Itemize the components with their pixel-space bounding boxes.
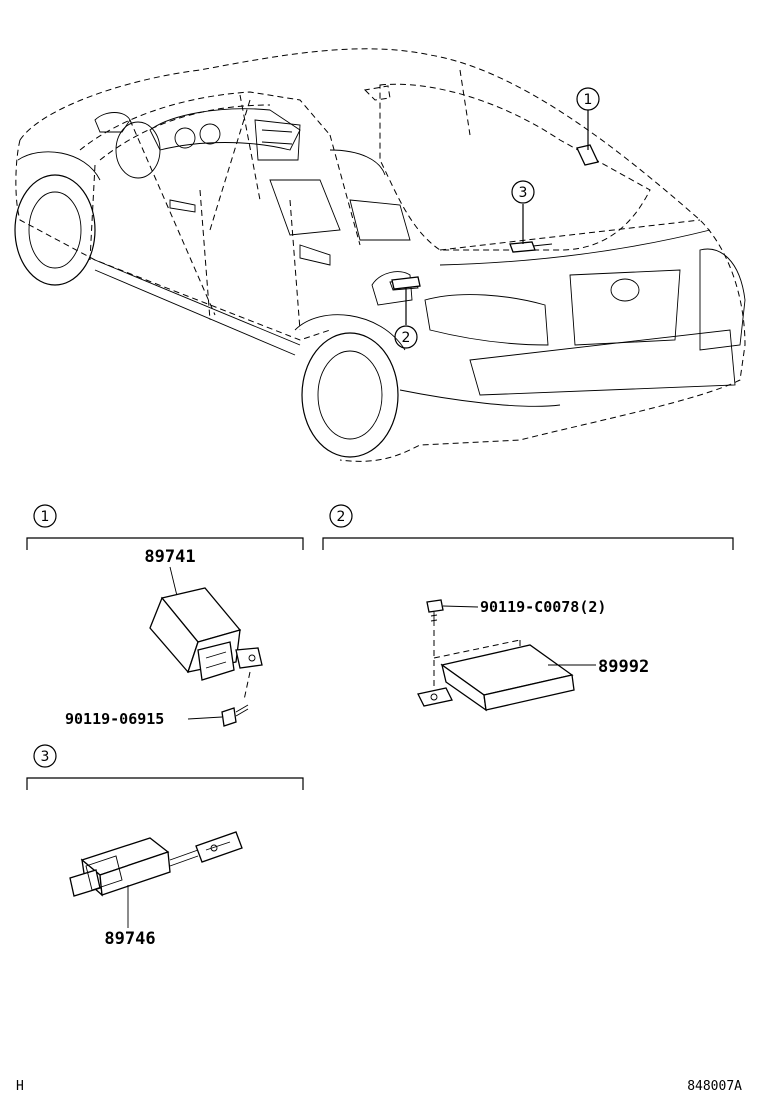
- screw-9011906915-drawing: [221, 704, 249, 727]
- footer-left-code: H: [16, 1079, 24, 1094]
- callout-2-label: 2: [402, 330, 411, 346]
- section-1: 1 89741 90119-06915: [26, 504, 304, 728]
- part-89992-drawing: [417, 644, 575, 712]
- rear-wheel: [294, 314, 406, 458]
- callout-1-label: 1: [584, 92, 593, 108]
- part-89746-location: [509, 241, 536, 253]
- callout-3: 3: [511, 180, 535, 204]
- section-3-number: 3: [41, 749, 50, 765]
- section-3: 3 89746: [26, 744, 304, 949]
- part-number-89741: 89741: [144, 547, 195, 567]
- part-number-9011906915: 90119-06915: [65, 710, 164, 728]
- part-number-90119C0078: 90119-C0078(2): [480, 598, 606, 616]
- section-2-number: 2: [337, 509, 346, 525]
- bolt-90119C0078-drawing: [426, 599, 444, 626]
- part-89741-drawing: [149, 587, 263, 681]
- part-number-89992: 89992: [598, 657, 649, 677]
- part-number-89746: 89746: [104, 929, 155, 949]
- footer-diagram-id: 848007A: [687, 1079, 742, 1094]
- part-89746-drawing: [69, 831, 243, 897]
- part-89992-location: [391, 276, 421, 290]
- front-wheel: [14, 151, 101, 286]
- section-1-number: 1: [41, 509, 50, 525]
- callout-2: 2: [394, 325, 418, 349]
- callout-3-label: 3: [519, 185, 528, 201]
- part-89741-location: [576, 144, 599, 166]
- callout-1: 1: [576, 87, 600, 111]
- car-illustration: [14, 48, 746, 462]
- section-2: 2 90119-C0078(2) 89992: [322, 504, 734, 712]
